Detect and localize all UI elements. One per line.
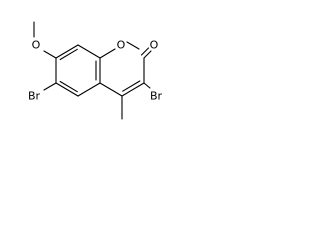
double-bond-inner-c6-c5 xyxy=(59,80,78,93)
chemical-structure: O O O Br Br xyxy=(28,21,163,120)
bond-c4-c4a xyxy=(99,82,123,97)
bond-o1-c2 xyxy=(126,41,140,50)
double-bond-inner-c8-c7 xyxy=(59,48,78,61)
pyranone-ring xyxy=(99,41,145,97)
bond-c5-c4a xyxy=(77,82,101,97)
bond-c3-c4 xyxy=(121,82,145,97)
bond-c6-br xyxy=(43,82,57,91)
bond-c8a-o1 xyxy=(99,48,116,59)
bromine-c6-label: Br xyxy=(28,90,41,103)
bond-c7-methoxy-o xyxy=(43,50,57,59)
carbonyl-oxygen-label: O xyxy=(150,39,159,52)
bond-c2-carbonyl-o-double xyxy=(140,47,150,56)
bond-c6-c5 xyxy=(55,82,79,97)
bromine-c3-label: Br xyxy=(150,90,163,103)
bond-c3-br xyxy=(143,82,151,89)
bond-c8-c7 xyxy=(55,44,79,59)
ring-oxygen-label: O xyxy=(117,39,126,52)
benzene-ring xyxy=(55,44,101,97)
atom-labels: O O O Br Br xyxy=(28,39,163,103)
methoxy-oxygen-label: O xyxy=(32,39,41,52)
substituent-bonds xyxy=(33,21,152,120)
bond-c8a-c8 xyxy=(77,44,101,59)
double-bond-inner-c3-c4 xyxy=(122,80,141,92)
bond-c2-carbonyl-o xyxy=(143,50,152,59)
